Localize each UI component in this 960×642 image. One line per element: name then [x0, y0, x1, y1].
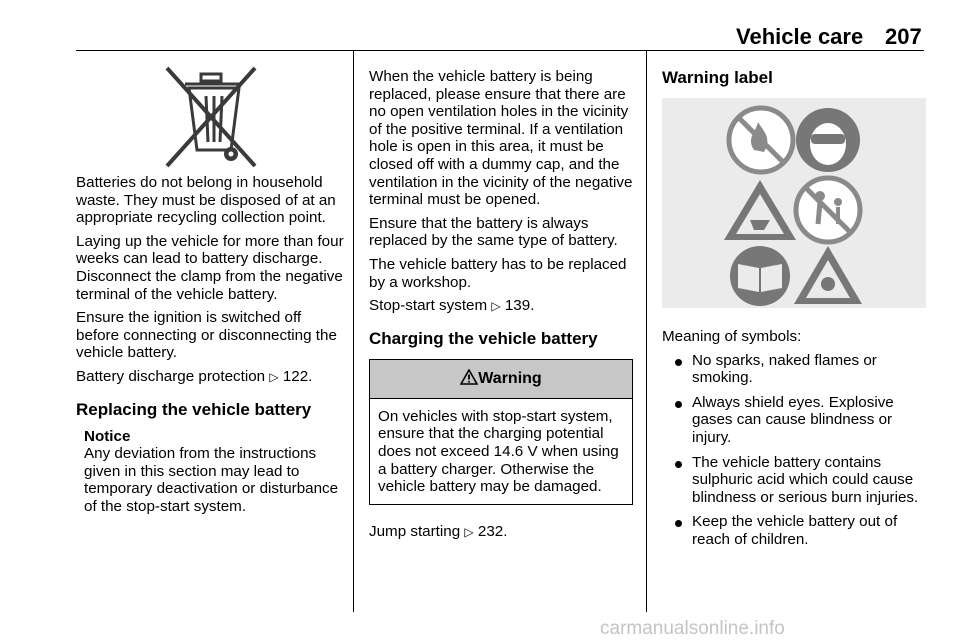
right-column: Warning label — [662, 68, 926, 556]
cross-reference-text: Battery discharge protection — [76, 367, 266, 385]
section-heading: Charging the vehicle battery — [369, 328, 598, 348]
crossed-out-wheelie-bin-icon — [76, 62, 346, 174]
cross-reference[interactable]: Battery discharge protection ▷ 122. — [76, 368, 346, 387]
ignition-paragraph: Ensure the ignition is switched off befo… — [76, 309, 337, 362]
battery-warning-symbols-icon — [662, 98, 926, 314]
workshop-paragraph: The vehicle battery has to be replaced b… — [369, 255, 627, 291]
column-divider — [646, 50, 647, 612]
cross-reference-text: Stop-start system — [369, 297, 488, 315]
ventilation-paragraph: When the vehicle battery is being replac… — [369, 68, 633, 209]
disposal-paragraph: Batteries do not belong in household was… — [76, 174, 336, 227]
notice-block: Notice Any deviation from the instructio… — [76, 428, 346, 516]
page-title: Vehicle care — [736, 24, 864, 49]
warning-header: Warning — [370, 359, 632, 399]
middle-column: When the vehicle battery is being replac… — [369, 68, 633, 547]
section-heading: Warning label — [662, 68, 773, 87]
list-item: Keep the vehicle battery out of reach of… — [662, 513, 926, 548]
warning-title: Warning — [478, 369, 542, 387]
cross-reference[interactable]: Stop-start system ▷ 139. — [369, 297, 633, 316]
left-column: Batteries do not belong in household was… — [76, 62, 346, 516]
cross-reference-page: 232. — [477, 522, 508, 540]
cross-reference-page: 139. — [504, 297, 535, 315]
warning-triangle-icon — [459, 368, 479, 388]
notice-label: Notice — [84, 427, 131, 445]
section-heading: Replacing the vehicle battery — [76, 399, 312, 419]
reference-arrow-icon: ▷ — [464, 524, 474, 539]
reference-arrow-icon: ▷ — [491, 299, 501, 314]
warning-box: Warning On vehicles with stop-start syst… — [369, 358, 633, 505]
list-item: No sparks, naked flames or smoking. — [662, 352, 926, 387]
laying-up-paragraph: Laying up the vehicle for more than four… — [76, 232, 344, 303]
symbol-list: No sparks, naked flames or smoking. Alwa… — [662, 352, 926, 549]
list-item: Always shield eyes. Explosive gases can … — [662, 394, 926, 447]
column-divider — [353, 50, 354, 612]
notice-text: Any deviation from the instructions give… — [84, 445, 339, 515]
cross-reference[interactable]: Jump starting ▷ 232. — [369, 523, 633, 542]
header-rule — [76, 50, 924, 51]
watermark: carmanualsonline.info — [600, 618, 785, 639]
page-number: 207 — [885, 24, 922, 49]
battery-type-paragraph: Ensure that the battery is always replac… — [369, 214, 618, 250]
cross-reference-text: Jump starting — [369, 522, 461, 540]
cross-reference-page: 122. — [282, 367, 313, 385]
meaning-label: Meaning of symbols: — [662, 328, 802, 345]
warning-text: On vehicles with stop-start system, ensu… — [378, 407, 619, 496]
list-item: The vehicle battery contains sulphuric a… — [662, 454, 926, 507]
reference-arrow-icon: ▷ — [269, 369, 279, 384]
